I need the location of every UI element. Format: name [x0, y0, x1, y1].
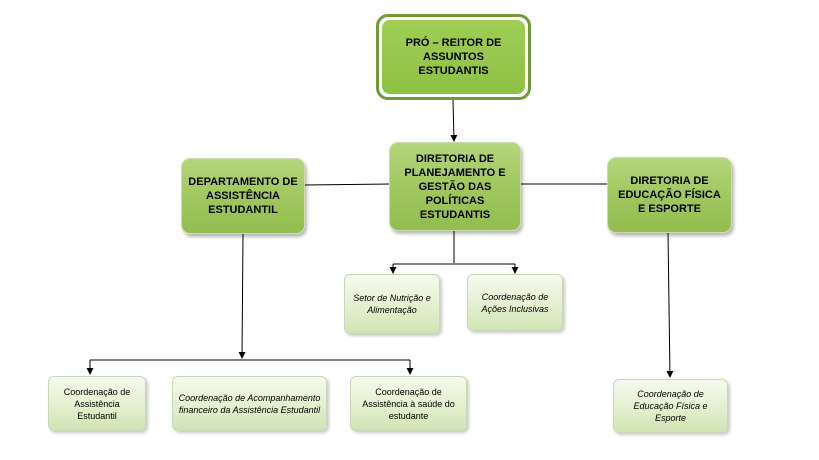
coord-saude-box: Coordenação de Assistência à saúde do es… — [350, 376, 467, 431]
coord-acompanhamento-box: Coordenação de Acompanhamento financeiro… — [172, 376, 327, 431]
connector-educacao-down — [666, 232, 674, 378]
diretoria-planejamento-box: DIRETORIA DE PLANEJAMENTO E GESTÃO DAS P… — [389, 142, 521, 231]
pro-reitor-label: PRÓ – REITOR DE ASSUNTOS ESTUDANTIS — [382, 20, 525, 94]
setor-nutricao-box: Setor de Nutrição e Alimentação — [344, 274, 440, 334]
coord-assistencia-box: Coordenação de Assistência Estudantil — [48, 376, 146, 431]
pro-reitor-box: PRÓ – REITOR DE ASSUNTOS ESTUDANTIS — [376, 14, 531, 100]
connector-departamento-down — [238, 233, 246, 359]
coord-educacao-box: Coordenação de Educação Física e Esporte — [613, 379, 728, 433]
connector-departamento-planejamento — [304, 183, 391, 186]
connector-top-to-planejamento — [450, 99, 458, 142]
departamento-assistencia-box: DEPARTAMENTO DE ASSISTÊNCIA ESTUDANTIL — [181, 158, 305, 234]
diretoria-educacao-box: DIRETORIA DE EDUCAÇÃO FÍSICA E ESPORTE — [607, 157, 732, 233]
coord-acoes-box: Coordenação de Ações Inclusivas — [467, 274, 563, 331]
